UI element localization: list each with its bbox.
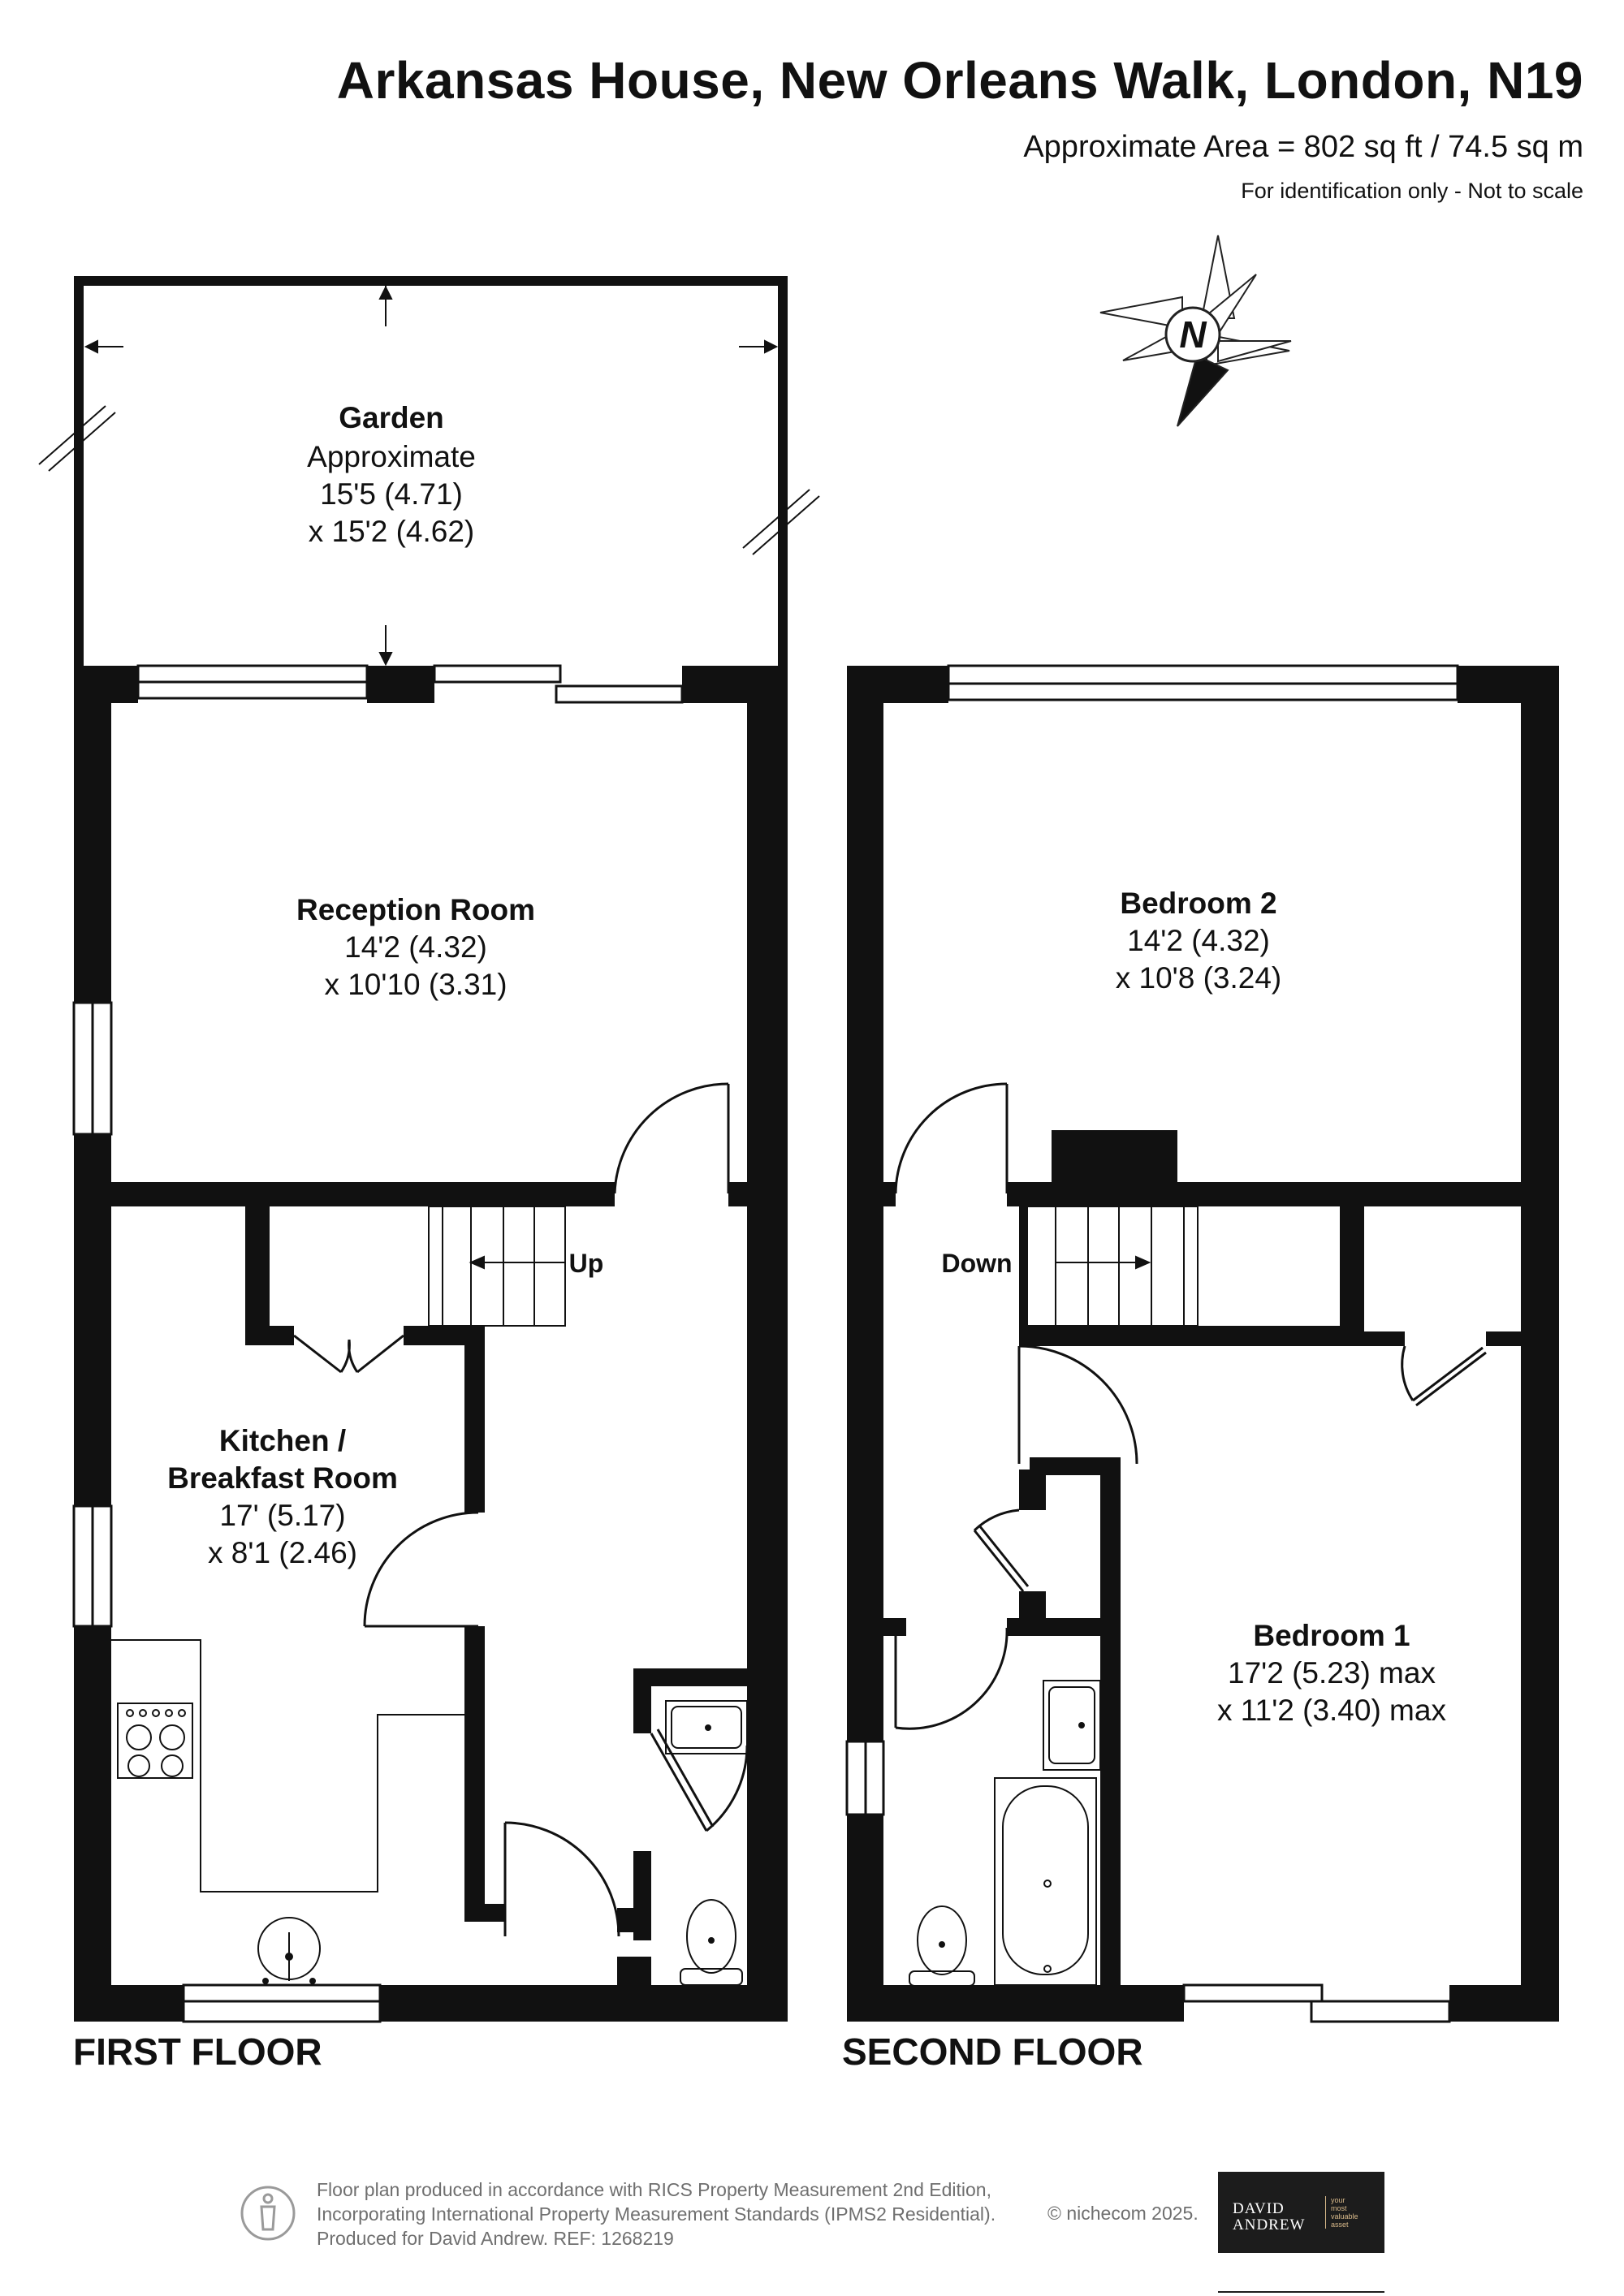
logo-tag-4: asset xyxy=(1331,2220,1349,2229)
kitchen-dim-2: x 8'1 (2.46) xyxy=(208,1536,357,1569)
person-icon xyxy=(240,2186,296,2241)
kitchen-dim-1: 17' (5.17) xyxy=(219,1499,345,1532)
logo-tagline: your most valuable asset xyxy=(1325,2196,1358,2229)
garden-outline xyxy=(74,276,788,671)
first-floor-walls xyxy=(74,666,788,2022)
logo-tag-1: your xyxy=(1331,2196,1345,2204)
bedroom-1-name: Bedroom 1 xyxy=(1253,1619,1410,1652)
footer-line-2: Incorporating International Property Mea… xyxy=(317,2203,996,2225)
reception-room-dim-1: 14'2 (4.32) xyxy=(344,930,487,964)
bathroom-basin-icon xyxy=(1043,1680,1101,1771)
logo-name-line-2: ANDREW xyxy=(1233,2216,1306,2233)
bedroom-2-dim-2: x 10'8 (3.24) xyxy=(1116,961,1282,995)
stairs-down-label: Down xyxy=(941,1249,1012,1278)
garden-approx: Approximate xyxy=(307,440,476,473)
first-floor-stairs xyxy=(428,1206,566,1327)
garden-dim-1: 15'5 (4.71) xyxy=(320,477,463,511)
property-title: Arkansas House, New Orleans Walk, London… xyxy=(336,51,1583,110)
bedroom-2-label: Bedroom 2 14'2 (4.32) x 10'8 (3.24) xyxy=(1116,887,1282,995)
hob-icon xyxy=(117,1703,193,1779)
compass-north-label: N xyxy=(1179,313,1207,356)
footer-line-1: Floor plan produced in accordance with R… xyxy=(317,2179,991,2200)
logo-tag-2: most xyxy=(1331,2204,1347,2212)
bedroom-2-dim-1: 14'2 (4.32) xyxy=(1127,924,1270,957)
first-floor-plan: Up Garden xyxy=(38,276,820,2023)
second-floor-walls xyxy=(847,666,1559,2022)
footer-line-3: Produced for David Andrew. REF: 1268219 xyxy=(317,2228,674,2249)
bedroom-2-name: Bedroom 2 xyxy=(1120,887,1276,920)
kitchen-name-2: Breakfast Room xyxy=(167,1461,398,1495)
compass-rose-icon: N xyxy=(1099,235,1292,427)
agent-logo: DAVID ANDREW your most valuable asset xyxy=(1218,2172,1384,2253)
bedroom-1-label: Bedroom 1 17'2 (5.23) max x 11'2 (3.40) … xyxy=(1217,1619,1446,1727)
second-floor-doors xyxy=(894,1082,1487,1730)
second-floor-plan: Down Bedroom 2 14'2 (4.32) x 10'8 (3.24)… xyxy=(845,664,1559,2023)
garden-name: Garden xyxy=(339,401,444,434)
logo-name: DAVID ANDREW xyxy=(1233,2201,1305,2233)
garden-dim-2: x 15'2 (4.62) xyxy=(309,515,475,548)
bathroom-toilet-icon xyxy=(909,1905,975,1987)
stairs-up-label: Up xyxy=(569,1249,604,1278)
second-floor-label: SECOND FLOOR xyxy=(842,2031,1143,2073)
logo-name-line-1: DAVID xyxy=(1233,2200,1285,2217)
second-floor-stairs xyxy=(1026,1206,1199,1327)
garden-dimension-arrows xyxy=(38,285,820,667)
scale-disclaimer: For identification only - Not to scale xyxy=(1241,179,1583,203)
logo-tag-3: valuable xyxy=(1331,2212,1358,2220)
kitchen-sink-icon xyxy=(257,1917,321,1984)
bedroom-1-dim-2: x 11'2 (3.40) max xyxy=(1217,1694,1446,1727)
reception-room-label: Reception Room 14'2 (4.32) x 10'10 (3.31… xyxy=(296,893,535,1001)
kitchen-worktops xyxy=(111,1639,464,1892)
kitchen-label: Kitchen / Breakfast Room 17' (5.17) x 8'… xyxy=(167,1424,398,1569)
footer-disclaimer: Floor plan produced in accordance with R… xyxy=(317,2177,996,2251)
first-floor-label: FIRST FLOOR xyxy=(73,2031,322,2073)
reception-room-name: Reception Room xyxy=(296,893,535,926)
bath-icon xyxy=(994,1777,1097,1986)
reception-room-dim-2: x 10'10 (3.31) xyxy=(324,968,507,1001)
bedroom-1-dim-1: 17'2 (5.23) max xyxy=(1228,1656,1436,1690)
footer-copyright: © nichecom 2025. xyxy=(1047,2203,1199,2224)
toilet-icon xyxy=(680,1899,743,1986)
first-floor-doors xyxy=(293,1082,749,1937)
logo-underline xyxy=(1218,2291,1384,2293)
wc-basin-icon xyxy=(665,1700,748,1754)
second-floor-windows xyxy=(845,664,1459,2023)
garden-label: Garden Approximate 15'5 (4.71) x 15'2 (4… xyxy=(307,401,476,548)
approximate-area: Approximate Area = 802 sq ft / 74.5 sq m xyxy=(1023,130,1583,164)
kitchen-name-1: Kitchen / xyxy=(219,1424,346,1457)
first-floor-windows xyxy=(72,664,684,2023)
